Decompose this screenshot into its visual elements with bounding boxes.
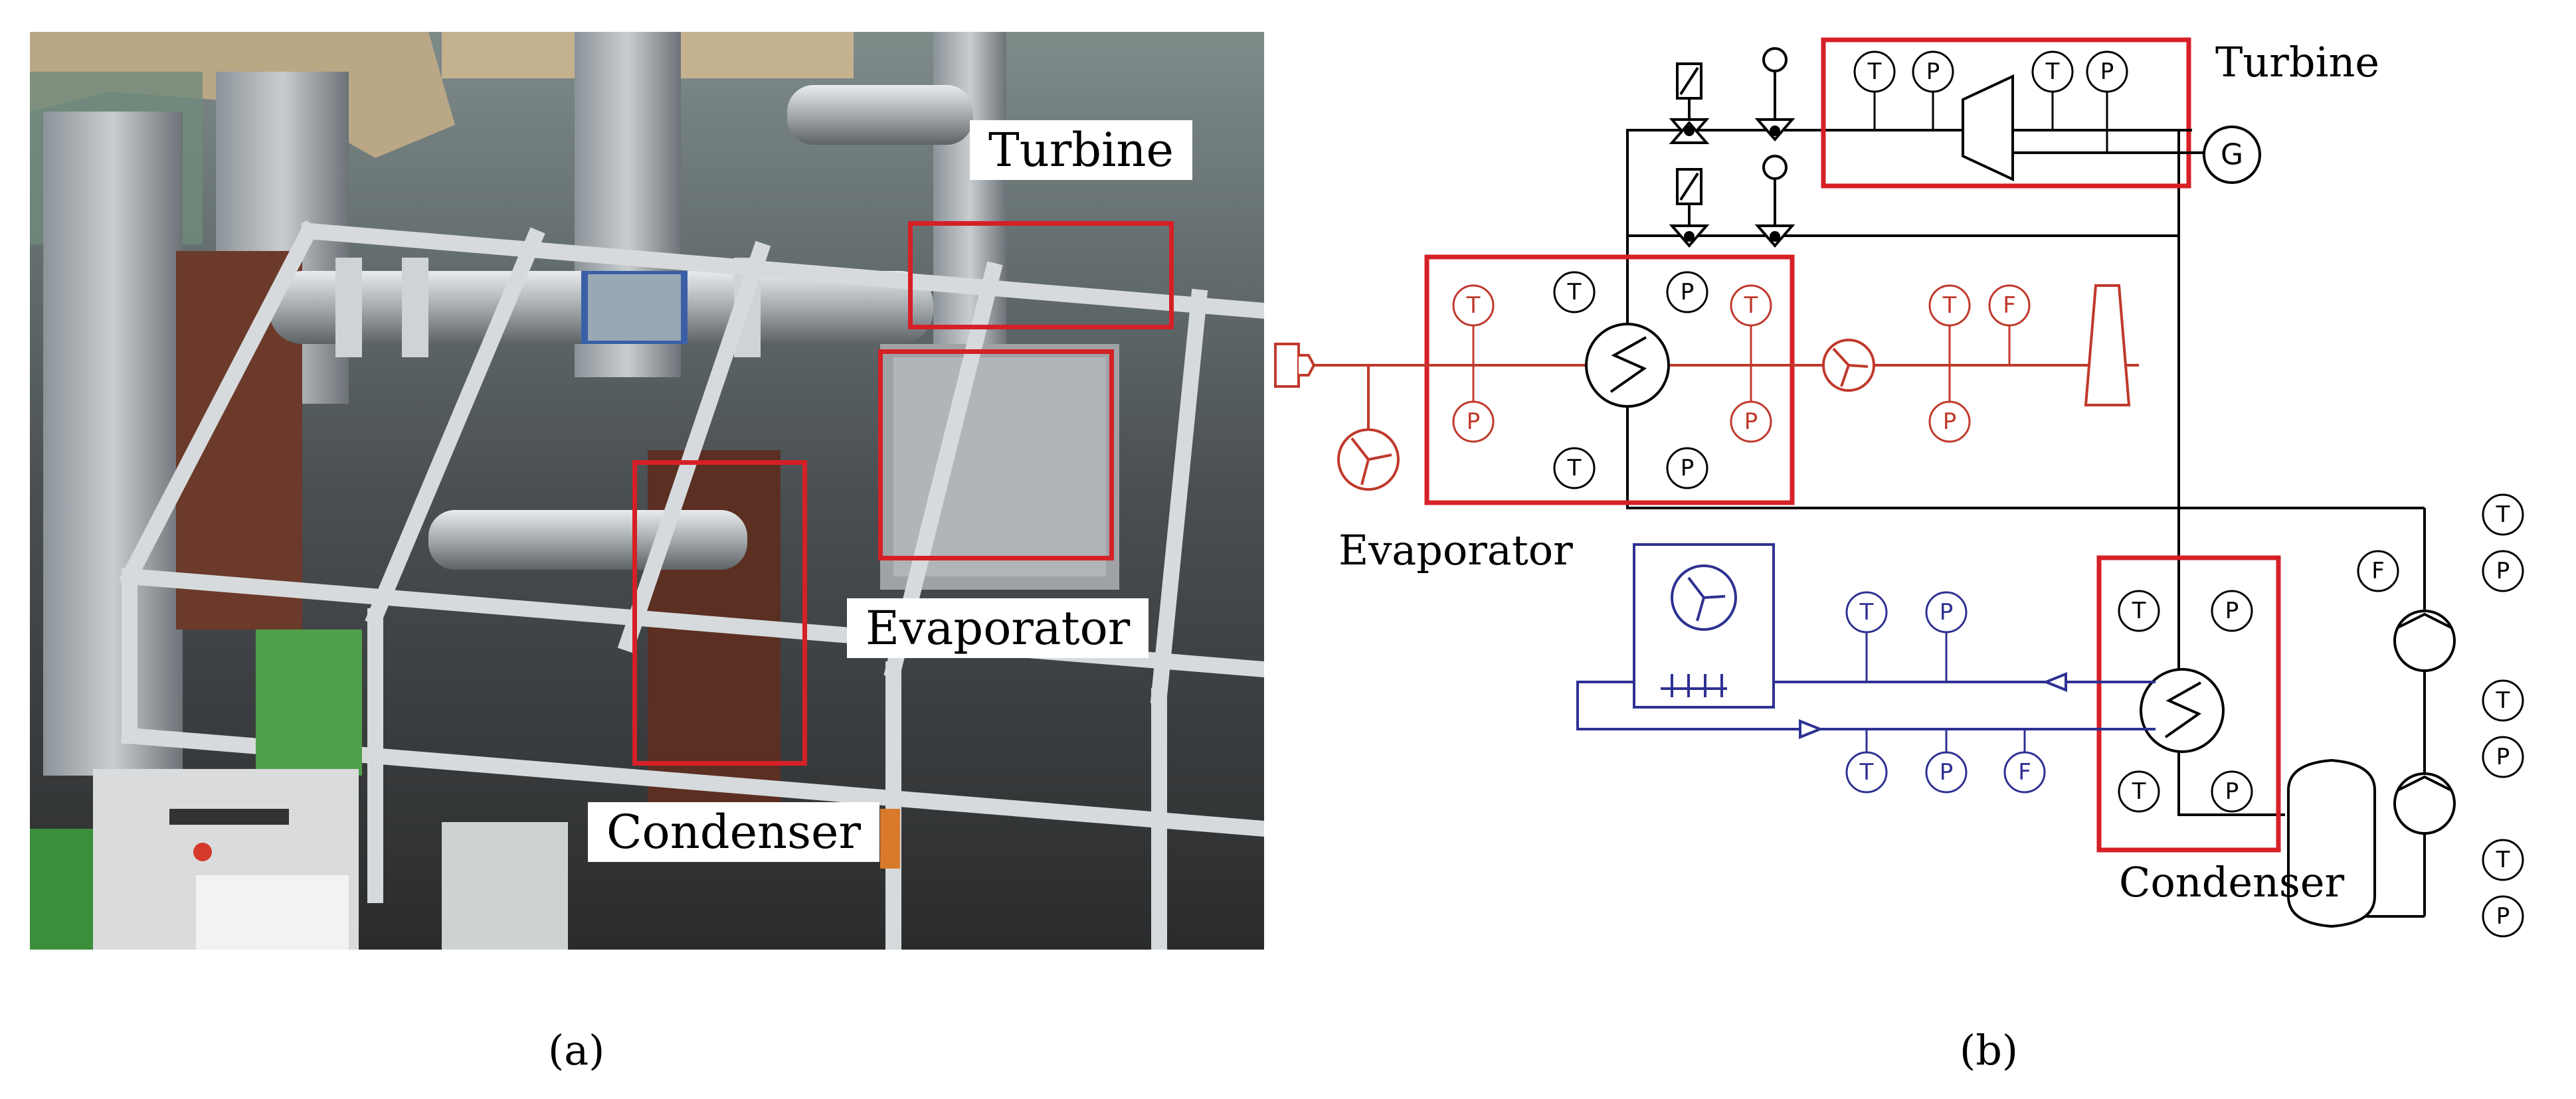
control-valve-1	[1669, 62, 1710, 144]
dry-cooler-icon	[1633, 543, 1775, 709]
sensor-bubble-turbine-t2	[2031, 50, 2074, 93]
turbine-highlight-box	[908, 221, 1174, 329]
turbine-highlight-box	[1821, 37, 2191, 189]
sensor-label-cond-p-top: P	[2225, 598, 2239, 624]
instrument-bubbles: T P T P T P T P T P T P T F P T P T P F T P T P T F P T P T P	[1452, 50, 2524, 938]
sensor-label-evap-ref-t-bot: T	[1567, 455, 1582, 481]
sensor-bubble-pump-t3	[2482, 839, 2524, 881]
sensor-label-evap-air-p-out: P	[1744, 408, 1758, 435]
schematic-turbine-label: Turbine	[2215, 38, 2379, 86]
panel-label-a: (a)	[548, 1026, 605, 1074]
sensor-label-turbine-p2: P	[2100, 58, 2114, 85]
sensor-bubble-evap-ref-t-top	[1553, 271, 1596, 313]
sensor-label-evap-air-t-in: T	[1466, 292, 1481, 319]
sensor-label-cool-p-top: P	[1940, 599, 1954, 626]
sensor-label-turbine-t1: T	[1867, 58, 1882, 85]
sensor-bubble-evap-air-p-in	[1452, 400, 1495, 443]
sensor-bubble-evap-ref-p-top	[1666, 271, 1708, 313]
sensor-label-pump-p1: P	[2496, 558, 2510, 584]
sensor-bubble-pump-p2	[2482, 736, 2524, 778]
sensor-bubble-cond-t-bot	[2118, 770, 2160, 813]
manual-valve-2	[1754, 155, 1795, 248]
sensor-bubble-turbine-p1	[1912, 50, 1954, 93]
manual-valve-1	[1754, 47, 1795, 142]
generator-label: G	[2221, 138, 2243, 172]
sensor-label-evap-air-t-out: T	[1744, 292, 1758, 319]
generator-icon	[2203, 126, 2261, 184]
pump-2-icon	[2393, 772, 2456, 835]
sensor-bubble-exhaust-f	[1988, 284, 2031, 327]
sensor-bubble-exhaust-p	[1928, 400, 1971, 443]
sensor-bubble-evap-ref-p-bot	[1666, 447, 1708, 489]
sensor-bubble-pump-t1	[2482, 493, 2524, 536]
burner-icon	[1274, 343, 1316, 388]
sensor-label-evap-air-p-in: P	[1467, 408, 1481, 435]
sensor-bubble-cool-t-bot	[1845, 751, 1888, 794]
evaporator-highlight-box	[878, 349, 1114, 560]
flue-fan-icon	[1822, 339, 1875, 392]
sensor-label-turbine-t2: T	[2045, 58, 2060, 85]
sensor-label-pump-t1: T	[2496, 501, 2510, 528]
sensor-label-turbine-p1: P	[1926, 58, 1940, 85]
receiver-tank-icon	[2287, 758, 2376, 928]
sensor-bubble-cond-p-bot	[2211, 770, 2253, 813]
schematic-evaporator-label: Evaporator	[1338, 526, 1573, 574]
sensor-bubble-exhaust-t	[1928, 284, 1971, 327]
turbine-symbol	[1840, 74, 2205, 182]
pump-1-icon	[2393, 610, 2456, 672]
sensor-bubble-evap-ref-t-bot	[1553, 447, 1596, 489]
sensor-label-pump-f: F	[2371, 558, 2385, 584]
sensor-label-cond-t-bot: T	[2132, 778, 2146, 805]
schematic-panel: G	[1262, 20, 2557, 963]
sensor-label-exhaust-f: F	[2003, 292, 2016, 319]
sensor-label-pump-t3: T	[2496, 847, 2510, 873]
schematic-condenser-label: Condenser	[2119, 858, 2345, 906]
sensor-label-exhaust-p: P	[1943, 408, 1957, 435]
sensor-bubble-turbine-t1	[1853, 50, 1896, 93]
sensor-label-pump-t2: T	[2496, 687, 2510, 714]
photo-condenser-label: Condenser	[588, 802, 879, 862]
evaporator-highlight-box	[1424, 254, 1795, 505]
sensor-label-evap-ref-t-top: T	[1567, 279, 1582, 305]
condenser-highlight-box	[2096, 555, 2281, 853]
sensor-label-cool-p-bot: P	[1940, 759, 1954, 786]
sensor-bubble-cool-f-bot	[2003, 751, 2046, 794]
evaporator-hx-icon	[1585, 323, 1670, 408]
sensor-label-evap-ref-p-top: P	[1681, 279, 1695, 305]
sensor-bubble-pump-f	[2357, 550, 2399, 592]
sensor-bubble-cool-p-bot	[1925, 751, 1968, 794]
sensor-label-pump-p3: P	[2496, 903, 2510, 930]
test-rig-photo	[30, 32, 1264, 950]
sensor-bubble-cool-t-top	[1845, 591, 1888, 634]
sensor-label-cond-t-top: T	[2132, 598, 2146, 624]
panel-label-b: (b)	[1960, 1026, 2019, 1074]
sensor-label-cond-p-bot: P	[2225, 778, 2239, 805]
sensor-bubble-turbine-p2	[2086, 50, 2128, 93]
sensor-label-pump-p2: P	[2496, 744, 2510, 770]
sensor-bubble-pump-t2	[2482, 679, 2524, 722]
photo-turbine-label: Turbine	[970, 120, 1192, 180]
sensor-bubble-evap-air-t-in	[1452, 284, 1495, 327]
photo-evaporator-label: Evaporator	[847, 598, 1149, 658]
sensor-bubble-cond-t-top	[2118, 590, 2160, 632]
sensor-bubble-pump-p3	[2482, 895, 2524, 938]
control-valve-2	[1669, 168, 1710, 248]
sensor-label-cool-t-bot: T	[1859, 759, 1874, 786]
photo-panel: Turbine Evaporator Condenser	[30, 32, 1264, 950]
combustion-fan-icon	[1337, 365, 1400, 491]
sensor-bubble-pump-p1	[2482, 550, 2524, 592]
chimney-icon	[2084, 284, 2131, 406]
sensor-label-cool-t-top: T	[1859, 599, 1874, 626]
orc-schematic: G	[1274, 37, 2524, 938]
sensor-bubble-evap-air-t-out	[1730, 284, 1772, 327]
sensor-bubble-cool-p-top	[1925, 591, 1968, 634]
sensor-label-evap-ref-p-bot: P	[1681, 455, 1695, 481]
sensor-label-cool-f-bot: F	[2018, 759, 2031, 786]
sensor-label-exhaust-t: T	[1942, 292, 1957, 319]
condenser-highlight-box	[632, 460, 807, 766]
sensor-bubble-cond-p-top	[2211, 590, 2253, 632]
sensor-bubble-evap-air-p-out	[1730, 400, 1772, 443]
condenser-hx-icon	[2140, 668, 2225, 753]
